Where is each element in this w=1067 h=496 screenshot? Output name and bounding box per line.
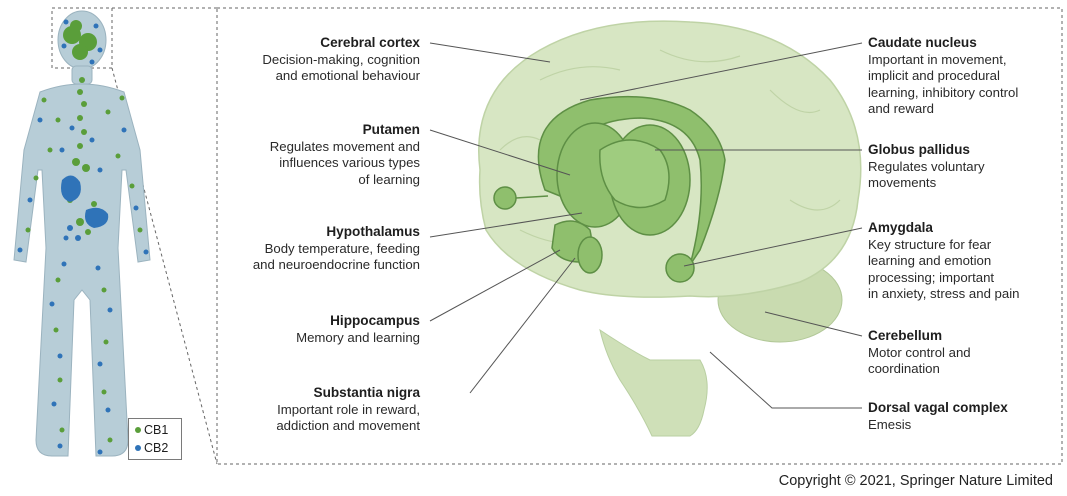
hippocampus-desc-1: Memory and learning <box>296 330 420 347</box>
globus-pallidus-title: Globus pallidus <box>868 142 985 159</box>
amygdala-desc-2: learning and emotion <box>868 253 1020 270</box>
label-hippocampus: Hippocampus Memory and learning <box>296 313 420 346</box>
dorsal-vagal-complex-desc-1: Emesis <box>868 417 1008 434</box>
globus-pallidus-desc-1: Regulates voluntary <box>868 159 985 176</box>
cerebral-cortex-desc-1: Decision-making, cognition <box>262 52 420 69</box>
caudate-nucleus-desc-2: implicit and procedural <box>868 68 1018 85</box>
hypothalamus-desc-1: Body temperature, feeding <box>253 241 420 258</box>
leader-hippocampus <box>430 250 560 321</box>
label-cerebral-cortex: Cerebral cortex Decision-making, cogniti… <box>262 35 420 85</box>
leader-substantia-nigra <box>470 258 575 393</box>
legend-item-cb1: CB1 <box>135 421 181 439</box>
caudate-nucleus-desc-1: Important in movement, <box>868 52 1018 69</box>
putamen-desc-3: of learning <box>270 172 420 189</box>
caudate-nucleus-desc-4: and reward <box>868 101 1018 118</box>
hippocampus-title: Hippocampus <box>296 313 420 330</box>
putamen-desc-2: influences various types <box>270 155 420 172</box>
label-hypothalamus: Hypothalamus Body temperature, feeding a… <box>253 224 420 274</box>
brain-illustration <box>479 21 861 436</box>
label-cerebellum: Cerebellum Motor control and coordinatio… <box>868 328 971 378</box>
legend-label-cb2: CB2 <box>144 439 168 457</box>
receptor-legend: CB1 CB2 <box>128 418 182 460</box>
cb2-dot-icon <box>135 445 141 451</box>
caudate-nucleus-title: Caudate nucleus <box>868 35 1018 52</box>
leader-cerebral-cortex <box>430 43 550 62</box>
label-dorsal-vagal-complex: Dorsal vagal complex Emesis <box>868 400 1008 433</box>
amygdala-desc-1: Key structure for fear <box>868 237 1020 254</box>
putamen-desc-1: Regulates movement and <box>270 139 420 156</box>
copyright-notice: Copyright © 2021, Springer Nature Limite… <box>779 473 1053 489</box>
caudate-nucleus-desc-3: learning, inhibitory control <box>868 85 1018 102</box>
amygdala-shape <box>666 254 694 282</box>
hypothalamus-desc-2: and neuroendocrine function <box>253 257 420 274</box>
cb1-dot-icon <box>135 427 141 433</box>
cerebellum-desc-2: coordination <box>868 361 971 378</box>
putamen-title: Putamen <box>270 122 420 139</box>
label-caudate-nucleus: Caudate nucleus Important in movement, i… <box>868 35 1018 118</box>
amygdala-desc-3: processing; important <box>868 270 1020 287</box>
globus-pallidus-desc-2: movements <box>868 175 985 192</box>
leader-dorsal-vagal <box>710 352 862 408</box>
substantia-nigra-desc-1: Important role in reward, <box>276 402 420 419</box>
substantia-nigra-desc-2: addiction and movement <box>276 418 420 435</box>
legend-item-cb2: CB2 <box>135 439 181 457</box>
label-globus-pallidus: Globus pallidus Regulates voluntary move… <box>868 142 985 192</box>
label-amygdala: Amygdala Key structure for fear learning… <box>868 220 1020 303</box>
substantia-nigra-shape <box>578 237 602 273</box>
dorsal-vagal-complex-title: Dorsal vagal complex <box>868 400 1008 417</box>
legend-label-cb1: CB1 <box>144 421 168 439</box>
amygdala-title: Amygdala <box>868 220 1020 237</box>
hypothalamus-title: Hypothalamus <box>253 224 420 241</box>
mammillary-shape <box>494 187 516 209</box>
label-substantia-nigra: Substantia nigra Important role in rewar… <box>276 385 420 435</box>
substantia-nigra-title: Substantia nigra <box>276 385 420 402</box>
amygdala-desc-4: in anxiety, stress and pain <box>868 286 1020 303</box>
cerebellum-desc-1: Motor control and <box>868 345 971 362</box>
cerebellum-title: Cerebellum <box>868 328 971 345</box>
label-putamen: Putamen Regulates movement and influence… <box>270 122 420 188</box>
brainstem <box>600 330 707 436</box>
cerebral-cortex-title: Cerebral cortex <box>262 35 420 52</box>
cerebral-cortex-desc-2: and emotional behaviour <box>262 68 420 85</box>
